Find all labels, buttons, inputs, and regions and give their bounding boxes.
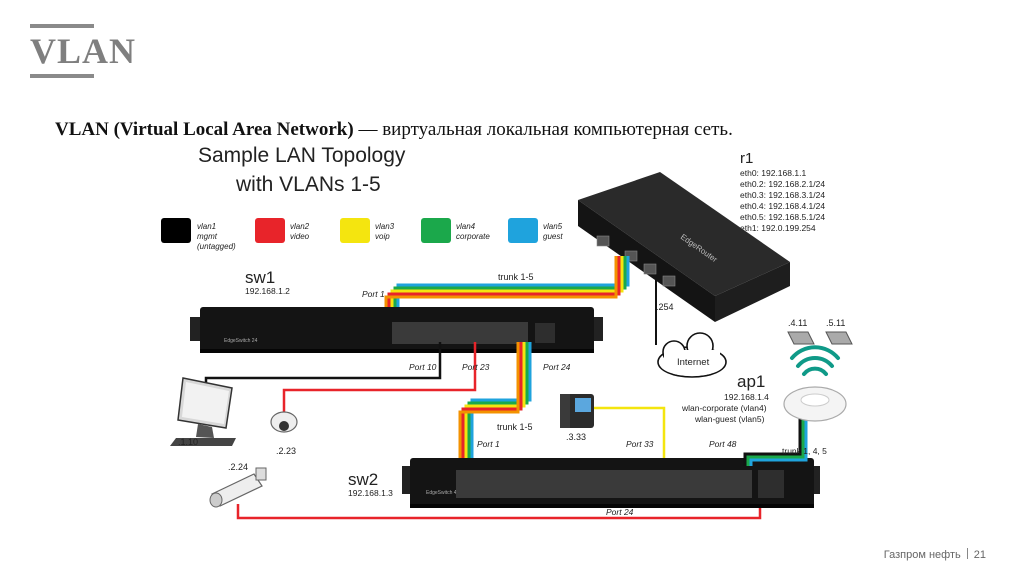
- legend-vlan1-line2: mgmt: [197, 232, 218, 241]
- legend-swatch-vlan2: [255, 218, 285, 243]
- router-line-3: eth0.4: 192.168.4.1/24: [740, 201, 825, 211]
- dome-camera: [270, 411, 298, 433]
- trunk-sw1-sw2: [458, 342, 532, 462]
- legend-vlan5-line1: vlan5: [543, 222, 563, 231]
- router-port-eth0: [596, 235, 610, 247]
- trunk-mid-label: trunk 1-5: [497, 422, 533, 432]
- ap1-name: ap1: [737, 372, 765, 391]
- title-bar-bottom: [30, 74, 94, 78]
- footer-divider: [966, 548, 968, 559]
- pc-device: [170, 377, 236, 446]
- ip-phone: [560, 394, 594, 428]
- legend-vlan1-line3: (untagged): [197, 242, 236, 251]
- router-line-2: eth0.3: 192.168.3.1/24: [740, 190, 825, 200]
- sw1-port1-label: Port 1: [362, 289, 385, 299]
- router-line-1: eth0.2: 192.168.2.1/24: [740, 179, 825, 189]
- legend-swatch-vlan3: [340, 218, 370, 243]
- legend-vlan1-line1: vlan1: [197, 222, 216, 231]
- legend-swatch-vlan4: [421, 218, 451, 243]
- legend: vlan1 mgmt (untagged) vlan2 video vlan3 …: [161, 218, 563, 251]
- switch-sw1: EdgeSwitch 24: [190, 307, 603, 353]
- footer-company: Газпром нефть: [883, 549, 961, 561]
- sw1-port24-label: Port 24: [543, 362, 571, 372]
- switch-sw2: EdgeSwitch 48: [402, 458, 820, 508]
- router-r1: EdgeRouter: [578, 172, 790, 322]
- link-sw1-dome-cam: [282, 342, 477, 412]
- pc-label: .1.10: [178, 437, 198, 447]
- sw2-brand: EdgeSwitch 48: [426, 490, 460, 496]
- sw1-name: sw1: [245, 268, 275, 287]
- ap1-line-1: wlan-corporate (vlan4): [681, 403, 767, 413]
- router-line-0: eth0: 192.168.1.1: [740, 168, 806, 178]
- laptop2-label: .5.11: [826, 318, 845, 328]
- vlan-definition: VLAN (Virtual Local Area Network) — вирт…: [55, 119, 733, 141]
- laptop-4-11: [787, 331, 815, 345]
- router-line-4: eth0.5: 192.168.5.1/24: [740, 212, 825, 222]
- definition-text: — виртуальная локальная компьютерная сет…: [353, 119, 733, 140]
- legend-vlan4-line2: corporate: [456, 232, 490, 241]
- link-sw2-phone: [594, 406, 666, 462]
- router-port-eth2: [643, 263, 657, 275]
- legend-vlan2-line1: vlan2: [290, 222, 310, 231]
- router-port-eth3: [662, 275, 676, 287]
- trunk-ap-label: trunk 1, 4, 5: [782, 446, 827, 456]
- trunk-top-label: trunk 1-5: [498, 272, 534, 282]
- legend-swatch-vlan5: [508, 218, 538, 243]
- router-port-254-label: .254: [656, 302, 674, 312]
- sw1-ip: 192.168.1.2: [245, 286, 290, 296]
- laptop-5-11: [825, 331, 853, 345]
- footer: Газпром нефть 21: [884, 548, 986, 561]
- diagram-title-line1: Sample LAN Topology: [198, 144, 406, 167]
- footer-page-number: 21: [973, 549, 986, 561]
- router-line-5: eth1: 192.0.199.254: [740, 223, 816, 233]
- sw2-name: sw2: [348, 470, 378, 489]
- access-point: [783, 386, 847, 422]
- sw2-port33-label: Port 33: [626, 439, 654, 449]
- title-bar-top: [30, 24, 94, 28]
- wifi-icon: [790, 345, 840, 376]
- sw1-port10-label: Port 10: [409, 362, 437, 372]
- diagram-title-line2: with VLANs 1-5: [235, 173, 381, 196]
- sw2-port48-label: Port 48: [709, 439, 737, 449]
- sw2-port24-label: Port 24: [606, 507, 634, 517]
- ap1-line-0: 192.168.1.4: [724, 392, 769, 402]
- legend-vlan3-line2: voip: [375, 232, 390, 241]
- slide-title: VLAN: [30, 31, 137, 71]
- router-name: r1: [740, 150, 753, 167]
- legend-vlan5-line2: guest: [543, 232, 563, 241]
- sw1-port23-label: Port 23: [462, 362, 490, 372]
- sw2-port1-label: Port 1: [477, 439, 500, 449]
- bullet-cam-label: .2.24: [228, 462, 248, 472]
- dome-cam-label: .2.23: [276, 446, 296, 456]
- legend-swatch-vlan1: [161, 218, 191, 243]
- bullet-camera: [209, 467, 267, 508]
- definition-term: VLAN (Virtual Local Area Network): [55, 119, 354, 140]
- trunk-sw2-ap: [743, 412, 808, 466]
- phone-label: .3.33: [566, 432, 586, 442]
- sw2-ip: 192.168.1.3: [348, 488, 393, 498]
- legend-vlan2-line2: video: [290, 232, 310, 241]
- internet-cloud: [657, 332, 727, 378]
- sw1-brand: EdgeSwitch 24: [224, 338, 258, 344]
- ap1-line-2: wlan-guest (vlan5): [694, 414, 765, 424]
- legend-vlan3-line1: vlan3: [375, 222, 395, 231]
- internet-label: Internet: [677, 357, 710, 368]
- laptop1-label: .4.11: [788, 318, 807, 328]
- legend-vlan4-line1: vlan4: [456, 222, 476, 231]
